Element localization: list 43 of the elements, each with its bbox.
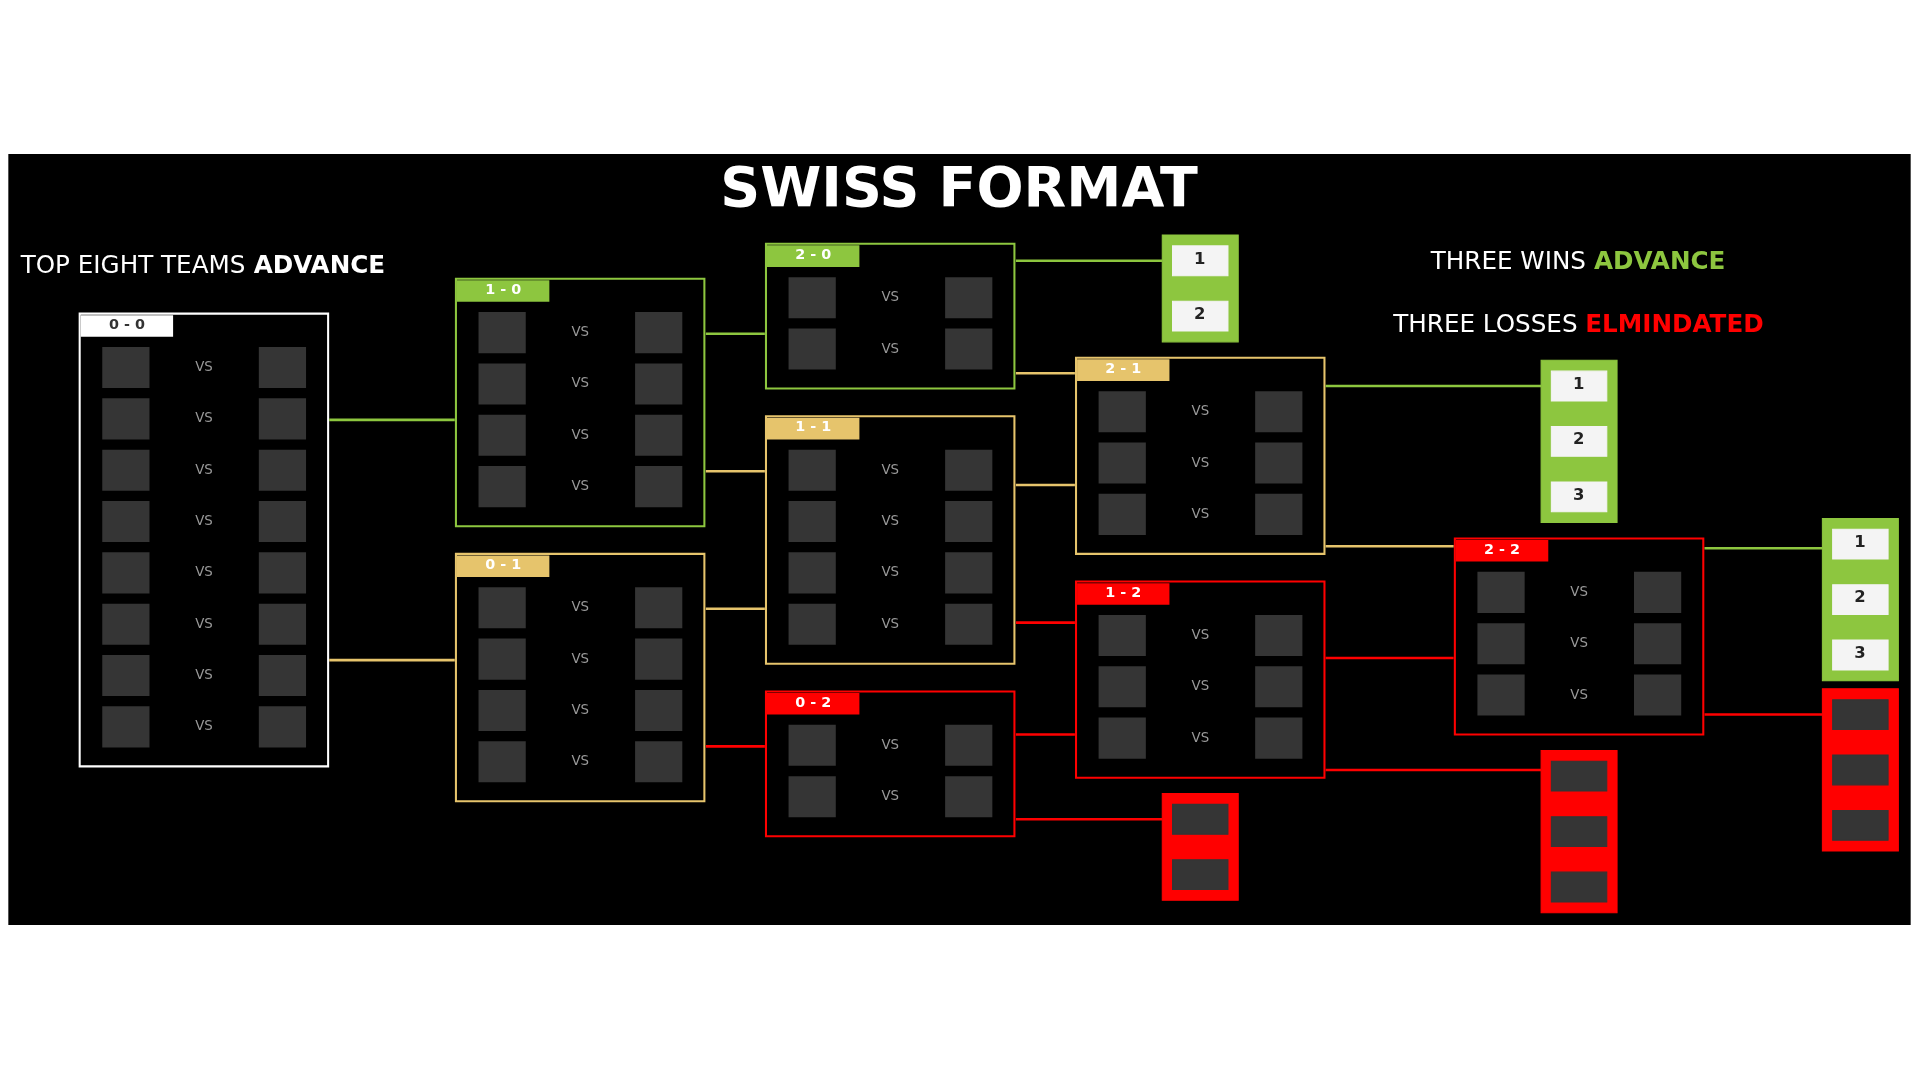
node-box: 2 [1172,300,1229,332]
node-box [1832,754,1889,786]
connector [1325,544,1454,548]
node-box [1172,803,1229,835]
connector [1015,259,1163,263]
node-box [1832,699,1889,730]
connector [705,607,765,611]
node-box: 1 [1172,245,1229,277]
cluster [1540,749,1618,914]
connector [1015,483,1075,487]
connector [1015,733,1075,736]
connector [1325,656,1454,660]
label: TOP EIGHT TEAMS ADVANCE [20,250,386,280]
connector [1015,621,1075,624]
node-box: 3 [1550,481,1608,513]
node-box [1172,859,1229,891]
connector [705,745,765,748]
connector [1704,546,1823,550]
connector [1325,384,1542,388]
connector [1325,768,1542,772]
connector [1015,817,1163,821]
connector [705,469,765,473]
cluster [1821,688,1899,852]
connector [329,418,455,422]
node-box: 1 [1550,370,1608,402]
cluster [1821,517,1899,682]
node-box: 1 [1832,528,1889,560]
connector [1015,371,1075,375]
label: THREE WINS ADVANCE [1430,246,1726,276]
cluster [1161,793,1239,901]
node-box: 2 [1832,584,1889,615]
node-box [1550,816,1608,847]
node-box [1832,810,1889,841]
label: THREE LOSSES ELMINDATED [1393,308,1764,338]
node-box: 2 [1550,426,1608,457]
node-box [1550,871,1608,903]
diagram-title: SWISS FORMAT [720,154,1198,219]
connector [1704,713,1823,716]
node-box [1550,760,1608,792]
connector [329,658,455,662]
connector [705,332,765,335]
node-box: 3 [1832,639,1889,671]
cluster [1540,359,1618,524]
